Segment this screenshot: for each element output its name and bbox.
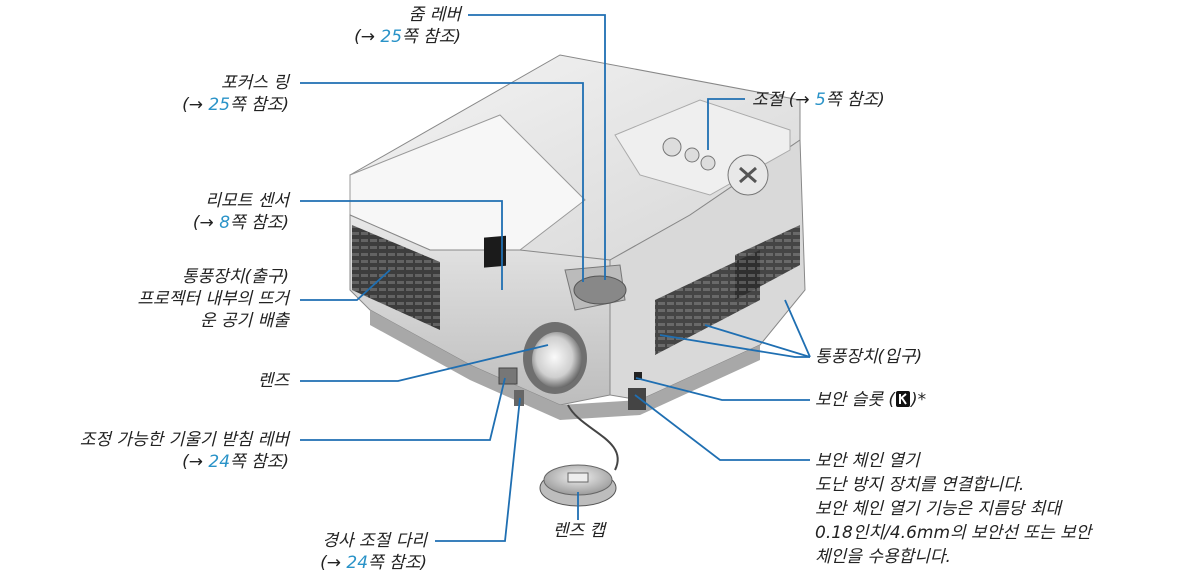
leader-vent-in-3	[784, 299, 811, 358]
label-remote-sensor: 리모트 센서 (→ 8쪽 참조)	[193, 190, 289, 234]
remote-name: 리모트 센서	[205, 191, 289, 211]
leader-remote	[300, 200, 503, 290]
foot-ref: (→ 24쪽 참조)	[320, 553, 427, 573]
remote-ref: (→ 8쪽 참조)	[192, 213, 289, 233]
leader-tilt	[300, 377, 506, 441]
label-adjust: 조절 (→ 5쪽 참조)	[752, 90, 885, 110]
leader-foot	[435, 397, 521, 542]
label-tilt-lever: 조정 가능한 기울기 받침 레버 (→ 24쪽 참조)	[79, 430, 289, 472]
label-vent-in: 통풍장치(입구)	[815, 347, 923, 367]
leader-security-slot	[635, 377, 810, 401]
leader-zoom	[468, 14, 606, 280]
label-zoom-lever: 줌 레버 (→ 25쪽 참조)	[354, 4, 461, 48]
leader-vent-in-2	[704, 324, 811, 358]
focus-name: 포커스 링	[221, 73, 289, 93]
label-foot: 경사 조절 다리 (→ 24쪽 참조)	[320, 531, 427, 573]
label-vent-out: 통풍장치(출구) 프로젝터 내부의 뜨거 운 공기 배출	[137, 267, 289, 331]
label-lens: 렌즈	[257, 371, 289, 391]
label-security-chain: 보안 체인 열기 도난 방지 장치를 연결합니다. 보안 체인 열기 기능은 지…	[815, 451, 1092, 567]
leader-vent-in-1	[659, 334, 810, 358]
zoom-ref: (→ 25쪽 참조)	[354, 27, 461, 47]
label-lens-cap: 렌즈 캡	[552, 521, 606, 541]
label-focus-ring: 포커스 링 (→ 25쪽 참조)	[182, 72, 289, 116]
focus-ref: (→ 25쪽 참조)	[182, 95, 289, 115]
kensington-lock-icon	[896, 391, 910, 407]
leader-adjust	[707, 98, 745, 150]
tilt-ref: (→ 24쪽 참조)	[182, 452, 289, 472]
leader-vent-out	[300, 269, 391, 301]
leader-focus	[300, 82, 584, 282]
leader-lens	[300, 344, 549, 382]
label-security-slot: 보안 슬롯 ()*	[815, 390, 927, 410]
leader-security-chain	[634, 394, 810, 461]
zoom-name: 줌 레버	[408, 5, 461, 25]
